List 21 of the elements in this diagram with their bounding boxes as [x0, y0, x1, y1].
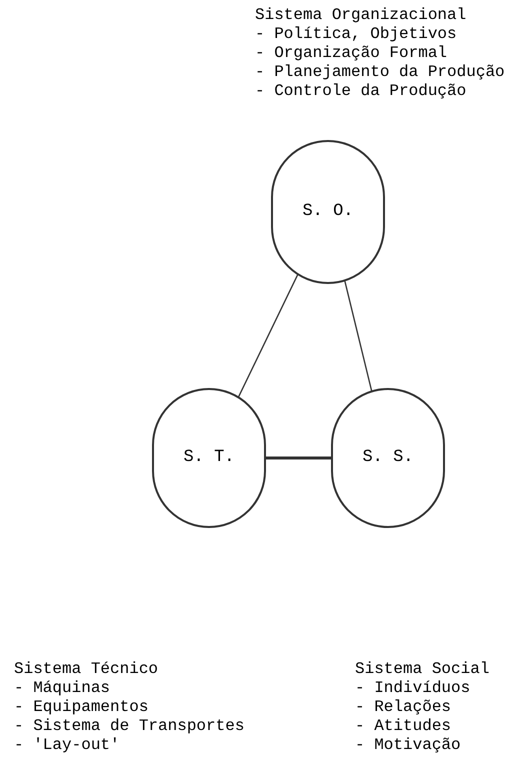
- system-item: - Política, Objetivos: [255, 25, 458, 44]
- system-item: - Controle da Produção: [255, 82, 468, 101]
- system-heading: Sistema Técnico: [14, 660, 160, 679]
- system-item: - Relações: [355, 698, 452, 717]
- system-item: - Sistema de Transportes: [14, 717, 244, 736]
- connector-line: [266, 456, 331, 460]
- system-item: - Planejamento da Produção: [255, 63, 505, 82]
- circle-label: S. T.: [183, 447, 234, 470]
- connector-line: [344, 280, 372, 392]
- system-item: - Motivação: [355, 736, 462, 755]
- system-item: - Organização Formal: [255, 44, 448, 63]
- connector-line: [238, 273, 299, 398]
- system-item: - Indivíduos: [355, 679, 472, 698]
- circle-label: S. O.: [302, 201, 354, 224]
- system-item: - Atitudes: [355, 717, 452, 736]
- system-item: - Equipamentos: [14, 698, 150, 717]
- system-item: - 'Lay-out': [14, 736, 121, 755]
- system-item: - Máquinas: [14, 679, 112, 698]
- system-heading: Sistema Social: [355, 660, 490, 679]
- system-heading: Sistema Organizacional: [255, 6, 468, 25]
- circle-label: S. S.: [362, 447, 414, 470]
